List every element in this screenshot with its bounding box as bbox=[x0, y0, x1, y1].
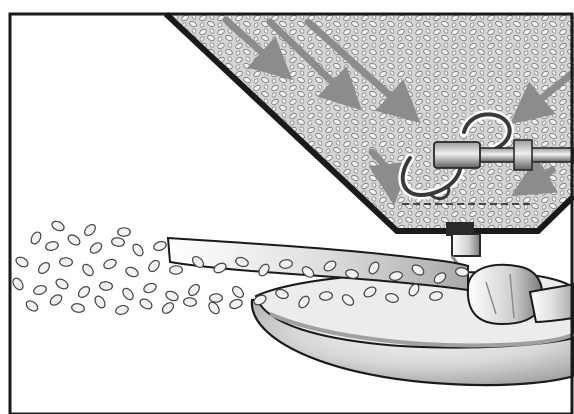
granule bbox=[71, 303, 85, 313]
granule bbox=[232, 285, 244, 299]
flow-arrow-2 bbox=[266, 18, 363, 111]
granule bbox=[67, 234, 81, 246]
granule bbox=[253, 294, 267, 306]
deflector-vane-arm bbox=[528, 282, 574, 324]
granule bbox=[258, 263, 270, 277]
granule bbox=[15, 256, 29, 268]
granule-stream-icon bbox=[12, 220, 469, 316]
granule bbox=[279, 259, 293, 269]
granule bbox=[298, 295, 310, 309]
flow-arrow-3 bbox=[304, 18, 421, 124]
granule bbox=[301, 266, 315, 278]
granule bbox=[49, 294, 63, 306]
granule bbox=[94, 295, 106, 309]
granule bbox=[183, 297, 197, 307]
granule bbox=[51, 220, 65, 232]
drive-shaft-bracket bbox=[513, 139, 533, 171]
granule bbox=[345, 269, 359, 279]
granule bbox=[208, 301, 220, 315]
granule bbox=[363, 286, 377, 298]
granule bbox=[161, 302, 175, 314]
granule bbox=[25, 300, 39, 312]
granule bbox=[319, 291, 333, 301]
granule bbox=[77, 286, 91, 298]
hopper-fill bbox=[168, 14, 574, 231]
granule bbox=[103, 258, 117, 270]
granule bbox=[33, 284, 47, 296]
flow-arrow-4 bbox=[509, 68, 574, 125]
granule bbox=[89, 242, 103, 254]
flow-arrow-1 bbox=[222, 16, 293, 81]
granule bbox=[341, 294, 355, 306]
drive-shaft-collar bbox=[433, 141, 481, 169]
granule bbox=[122, 287, 134, 301]
granule bbox=[165, 290, 179, 302]
granule bbox=[408, 283, 420, 297]
granule bbox=[84, 223, 96, 237]
hopper-icon bbox=[163, 11, 574, 234]
granule bbox=[235, 256, 249, 268]
granule bbox=[411, 264, 425, 276]
granule bbox=[37, 262, 51, 274]
granule bbox=[455, 267, 469, 277]
granule bbox=[143, 282, 157, 294]
granule bbox=[82, 263, 94, 277]
granule bbox=[55, 278, 69, 290]
flow-arrow-icon bbox=[222, 16, 574, 206]
granule bbox=[169, 265, 183, 275]
granule bbox=[111, 237, 125, 247]
drive-shaft-icon bbox=[433, 139, 574, 171]
granule bbox=[125, 266, 139, 278]
granule bbox=[213, 262, 227, 274]
granule bbox=[12, 277, 24, 291]
granule bbox=[191, 255, 205, 269]
spinner-disc-icon bbox=[250, 263, 574, 387]
granule bbox=[433, 272, 447, 284]
granule bbox=[429, 291, 443, 301]
granule bbox=[116, 227, 131, 237]
granule bbox=[99, 281, 113, 291]
granule bbox=[385, 293, 399, 303]
granule bbox=[188, 283, 200, 297]
diagram-border bbox=[8, 12, 574, 414]
granule bbox=[148, 259, 160, 273]
granule bbox=[132, 243, 144, 257]
flow-arrow-6 bbox=[511, 156, 559, 197]
flow-arrow-5 bbox=[368, 148, 411, 206]
granule bbox=[59, 257, 73, 267]
granule bbox=[368, 261, 380, 275]
granule bbox=[275, 288, 289, 300]
granule bbox=[153, 240, 167, 252]
granule bbox=[389, 271, 403, 281]
granule bbox=[323, 260, 337, 272]
granule bbox=[139, 298, 153, 310]
granule bbox=[229, 298, 243, 310]
spinner-disc-rim-shade bbox=[269, 312, 574, 348]
granule bbox=[45, 241, 59, 251]
granule bbox=[115, 304, 129, 316]
granule bbox=[30, 231, 42, 245]
granule bbox=[209, 293, 223, 303]
